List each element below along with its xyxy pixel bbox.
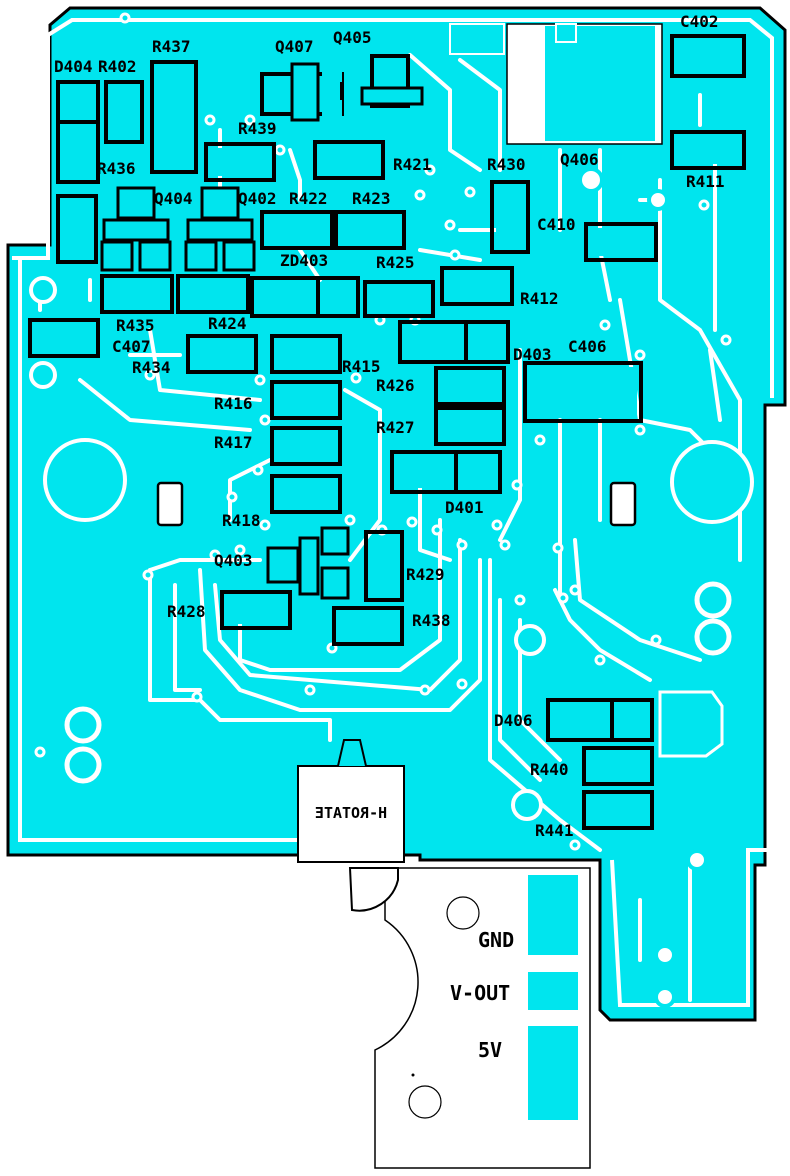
h-rotate-switch: H-ROTATE xyxy=(297,739,405,863)
label-r417: R417 xyxy=(214,433,253,452)
r439-footprint xyxy=(204,142,276,182)
r430-footprint xyxy=(490,180,530,254)
r423-footprint xyxy=(334,210,406,250)
label-d404: D404 xyxy=(54,57,93,76)
label-r428: R428 xyxy=(167,602,206,621)
label-c410: C410 xyxy=(537,215,576,234)
r427-footprint xyxy=(434,406,506,446)
label-c406: C406 xyxy=(568,337,607,356)
label-r440: R440 xyxy=(530,760,569,779)
label-d401: D401 xyxy=(445,498,484,517)
mounting-holes xyxy=(29,167,754,1008)
c406-footprint xyxy=(523,361,643,423)
label-r424: R424 xyxy=(208,314,247,333)
d406-footprint xyxy=(546,690,724,758)
trace-gaps xyxy=(38,53,742,1002)
component-designators: C402 Q405 Q407 R437 D404 R402 R439 R436 … xyxy=(54,12,725,840)
label-r423: R423 xyxy=(352,189,391,208)
label-q403: Q403 xyxy=(214,551,253,570)
label-r437: R437 xyxy=(152,37,191,56)
q405-footprint xyxy=(360,54,424,134)
label-r425: R425 xyxy=(376,253,415,272)
label-q406: Q406 xyxy=(560,150,599,169)
zd403-footprint xyxy=(250,276,360,318)
r428-footprint xyxy=(220,590,292,630)
d403-footprint xyxy=(398,320,510,364)
label-r439: R439 xyxy=(238,119,277,138)
label-r411: R411 xyxy=(686,172,725,191)
r438-footprint xyxy=(332,606,404,646)
q407-footprint xyxy=(260,58,344,122)
label-r436: R436 xyxy=(97,159,136,178)
r412-footprint xyxy=(440,266,514,306)
label-r435: R435 xyxy=(116,316,155,335)
component-footprints xyxy=(28,23,746,830)
connector-label-vout: V-OUT xyxy=(450,981,510,1005)
label-r416: R416 xyxy=(214,394,253,413)
label-r415: R415 xyxy=(342,357,381,376)
label-r402: R402 xyxy=(98,57,137,76)
label-r422: R422 xyxy=(289,189,328,208)
r436-footprint xyxy=(56,194,98,264)
label-q404: Q404 xyxy=(154,189,193,208)
r422-footprint xyxy=(260,210,334,250)
label-c402: C402 xyxy=(680,12,719,31)
r421-footprint xyxy=(313,140,385,180)
r441-footprint xyxy=(582,790,654,830)
label-c407: C407 xyxy=(112,337,151,356)
r424-footprint xyxy=(176,274,250,314)
label-r430: R430 xyxy=(487,155,526,174)
r435-footprint xyxy=(100,274,174,314)
label-q405: Q405 xyxy=(333,28,372,47)
r402-footprint xyxy=(104,80,144,144)
label-r427: R427 xyxy=(376,418,415,437)
label-r418: R418 xyxy=(222,511,261,530)
r425-footprint xyxy=(363,280,435,318)
label-r421: R421 xyxy=(393,155,432,174)
switch-marking: H-ROTATE xyxy=(315,804,387,822)
r440-footprint xyxy=(582,746,654,786)
q402-footprint xyxy=(184,186,256,272)
connector-label-5v: 5V xyxy=(478,1038,502,1062)
c402-footprint xyxy=(670,34,746,78)
r418-footprint xyxy=(270,474,342,514)
r415-footprint xyxy=(270,334,342,374)
label-q402: Q402 xyxy=(238,189,277,208)
r434-footprint xyxy=(186,334,258,374)
label-r438: R438 xyxy=(412,611,451,630)
r416-footprint xyxy=(270,380,342,420)
r426-footprint xyxy=(434,366,506,406)
label-d403: D403 xyxy=(513,345,552,364)
label-zd403: ZD403 xyxy=(280,251,328,270)
label-q407: Q407 xyxy=(275,37,314,56)
q403-footprint xyxy=(266,526,350,600)
connector-label-gnd: GND xyxy=(478,928,514,952)
label-d406: D406 xyxy=(494,711,533,730)
c410-footprint xyxy=(584,222,658,262)
connector-tab: GND V-OUT 5V xyxy=(348,867,591,1169)
c407-footprint xyxy=(28,318,100,358)
r429-footprint xyxy=(364,530,404,602)
r437-footprint xyxy=(150,60,198,174)
r417-footprint xyxy=(270,426,342,466)
label-r412: R412 xyxy=(520,289,559,308)
vias xyxy=(34,12,732,851)
d401-footprint xyxy=(390,450,502,494)
q404-footprint xyxy=(100,186,172,272)
label-r429: R429 xyxy=(406,565,445,584)
label-r434: R434 xyxy=(132,358,171,377)
label-r441: R441 xyxy=(535,821,574,840)
label-r426: R426 xyxy=(376,376,415,395)
d404-footprint xyxy=(56,80,100,184)
r411-footprint xyxy=(670,130,746,170)
